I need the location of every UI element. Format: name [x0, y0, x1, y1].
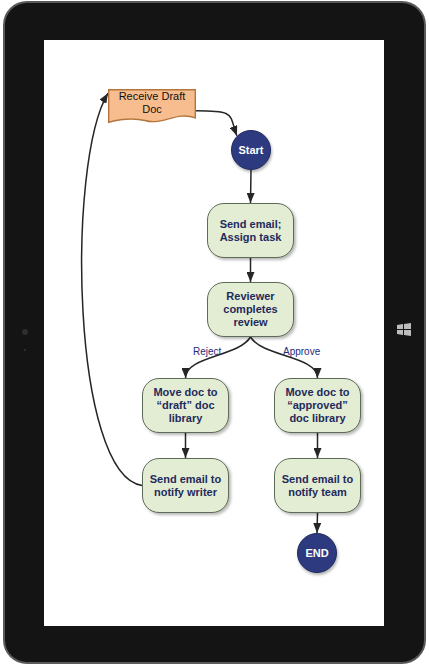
flow-arrow	[316, 513, 318, 533]
flow-arrow	[186, 337, 251, 378]
edge-label: Reject	[193, 346, 221, 358]
logo-pane	[397, 330, 403, 335]
process-box: Send email to notify writer	[142, 458, 229, 513]
node-text: END	[305, 547, 328, 560]
terminal-circle: END	[297, 533, 337, 573]
document-path	[109, 90, 196, 123]
tablet-bezel-edge	[3, 1, 426, 664]
process-box: Move doc to “approved” doc library	[274, 378, 361, 433]
process-box: Send email to notify team	[274, 458, 361, 513]
tablet-bezel	[5, 3, 424, 662]
node-text: Send email to notify writer	[143, 473, 228, 499]
logo-pane	[404, 330, 411, 336]
camera-dot	[22, 329, 28, 335]
flow-arrow	[251, 337, 318, 378]
edge-label: Approve	[283, 346, 320, 358]
sensor-dot	[24, 349, 26, 351]
terminal-circle: Start	[231, 130, 271, 170]
process-box: Send email; Assign task	[207, 203, 294, 258]
node-text: Send email to notify team	[275, 473, 360, 499]
flow-arrow	[250, 258, 252, 282]
process-box: Move doc to “draft” doc library	[142, 378, 229, 433]
tablet-screen	[44, 40, 384, 626]
node-text: Move doc to “approved” doc library	[275, 386, 360, 425]
flow-arrow	[250, 170, 252, 203]
document-shape: Receive Draft Doc	[108, 89, 196, 124]
node-text: Reviewer completes review	[208, 290, 293, 329]
logo-pane	[397, 324, 403, 329]
flow-arrow	[196, 111, 237, 136]
process-box: Reviewer completes review	[207, 282, 294, 337]
node-text: Move doc to “draft” doc library	[143, 386, 228, 425]
flow-arrow	[185, 433, 187, 458]
flow-arrow	[82, 93, 142, 485]
node-text: Send email; Assign task	[208, 218, 293, 244]
logo-pane	[404, 323, 411, 329]
flow-arrow	[317, 433, 319, 458]
node-text: Receive Draft Doc	[108, 90, 196, 123]
windows-logo	[397, 323, 411, 336]
node-text: Start	[238, 144, 263, 157]
